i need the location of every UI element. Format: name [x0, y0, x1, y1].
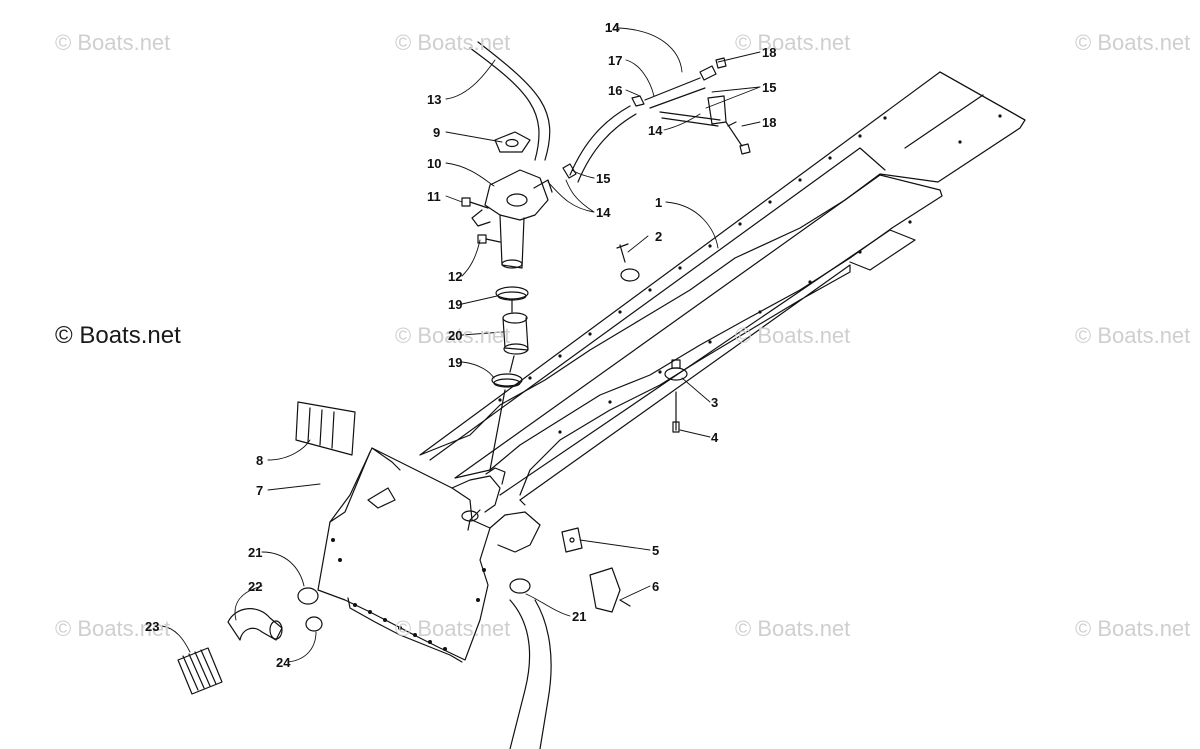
housing-bolts [331, 538, 486, 651]
callout-label: 6 [652, 579, 660, 594]
callout-label: 19 [448, 297, 463, 312]
callout-label: 21 [248, 545, 263, 560]
watermark: © Boats.net [395, 616, 511, 641]
callout-label: 5 [652, 543, 660, 558]
callout-label: 1 [655, 195, 663, 210]
callout-label: 16 [608, 83, 623, 98]
callout-label: 15 [596, 171, 611, 186]
watermark-prominent: © Boats.net [55, 322, 181, 349]
watermark: © Boats.net [735, 616, 851, 641]
callout-label: 8 [256, 453, 264, 468]
assembly-line [489, 299, 515, 471]
tailpipe [509, 599, 552, 749]
callout-label: 17 [608, 53, 623, 68]
insulation-pad [295, 401, 356, 456]
callout-label: 18 [762, 115, 777, 130]
callout-label: 3 [711, 395, 719, 410]
watermark: © Boats.net [55, 616, 171, 641]
elbow-clamp-left [297, 587, 319, 605]
callout-label: 2 [655, 229, 663, 244]
watermark: © Boats.net [1075, 323, 1191, 348]
watermark: © Boats.net [1075, 616, 1191, 641]
mounting-grommet [664, 359, 688, 433]
mounting-bracket [561, 527, 583, 553]
hose-clamp-small [305, 616, 323, 632]
callout-label: 7 [256, 483, 264, 498]
flex-coupling [177, 647, 223, 695]
callout-label: 22 [248, 579, 263, 594]
callout-label: 24 [276, 655, 291, 670]
callout-label: 14 [648, 123, 663, 138]
callout-label: 18 [762, 45, 777, 60]
callout-label: 21 [572, 609, 587, 624]
heat-exchanger-plate [419, 71, 1026, 506]
callout-label: 9 [433, 125, 441, 140]
hose-clamp-upper [495, 286, 529, 301]
callout-label: 14 [596, 205, 611, 220]
outlet-screw [477, 234, 501, 244]
outlet-bolt [461, 197, 489, 209]
vent-hose-assembly [562, 57, 751, 183]
watermark: © Boats.net [735, 30, 851, 55]
hose-clamp-lower [491, 373, 523, 388]
watermark: © Boats.net [55, 30, 171, 55]
coupling-sleeve [502, 312, 529, 355]
heat-exchanger-housing [317, 447, 541, 663]
watermark: © Boats.net [735, 323, 851, 348]
callout-label: 15 [762, 80, 777, 95]
callout-label: 23 [145, 619, 160, 634]
callout-label: 20 [448, 328, 463, 343]
drain-hose [469, 41, 551, 161]
temperature-sensor [616, 243, 640, 282]
elbow-clamp-right [509, 578, 531, 594]
watermark: © Boats.net [395, 30, 511, 55]
callout-label: 14 [605, 20, 620, 35]
callout-label: 19 [448, 355, 463, 370]
support-bracket [589, 567, 631, 613]
callout-label: 4 [711, 430, 719, 445]
watermark: © Boats.net [1075, 30, 1191, 55]
plate-rivets [498, 114, 1002, 434]
watermark: © Boats.net [395, 323, 511, 348]
outlet-gasket [494, 131, 531, 153]
callout-label: 14 [605, 20, 620, 35]
callout-label: 10 [427, 156, 442, 171]
callout-label: 12 [448, 269, 463, 284]
leader-lines [161, 27, 761, 663]
exhaust-elbow [227, 608, 283, 641]
callout-label: 11 [427, 189, 441, 204]
callout-label: 13 [427, 92, 442, 107]
exhaust-outlet [471, 169, 553, 269]
